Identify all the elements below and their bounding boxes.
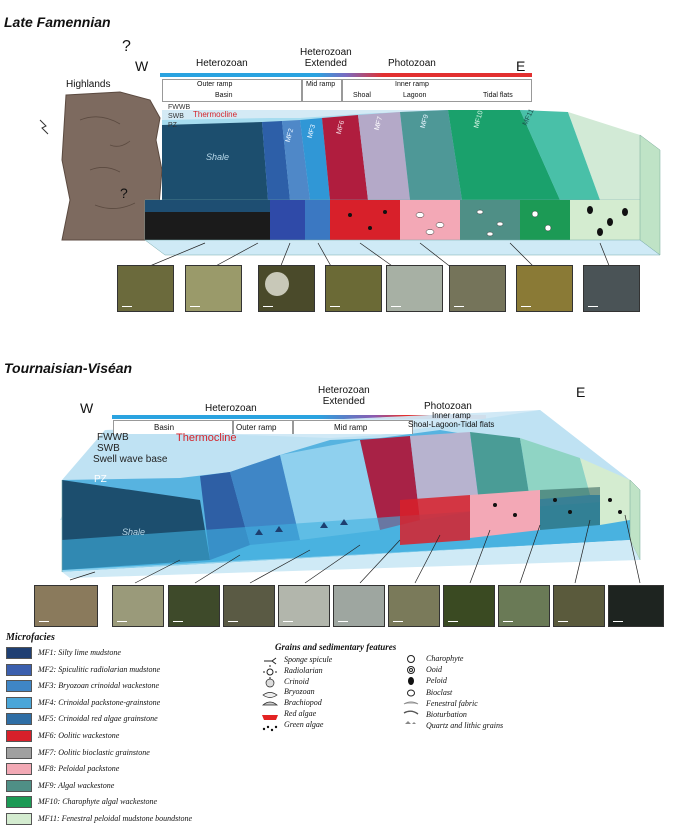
top-thin-section-4	[325, 265, 382, 312]
top-zone-outer-ramp: Outer ramp Basin	[162, 79, 302, 102]
top-swb-label: SWB	[168, 113, 184, 120]
legend-microfacies-title: Microfacies	[6, 632, 55, 643]
bottom-title: Tournaisian-Viséan	[4, 360, 132, 376]
top-shoal-label: Shoal	[353, 92, 371, 99]
grain-label-ooid: Ooid	[426, 665, 442, 674]
top-shale-label: Shale	[206, 152, 229, 162]
grain-label-green-algae: Green algae	[284, 720, 323, 729]
top-thin-section-5	[386, 265, 443, 312]
bottom-thermocline-label: Thermocline	[176, 432, 237, 444]
top-tidal-flats-label: Tidal flats	[483, 92, 513, 99]
legend-label-mf4: MF4: Crinoidal packstone-grainstone	[38, 698, 160, 707]
grain-label-peloid: Peloid	[426, 676, 447, 685]
bottom-pz-label: PZ	[94, 474, 107, 485]
top-outer-ramp-label: Outer ramp	[197, 81, 232, 88]
bottom-east-label: E	[576, 384, 585, 400]
bottom-fwwb-label: FWWB	[97, 432, 129, 443]
legend-swatch-mf6	[6, 730, 32, 742]
bottom-mid-ramp-label: Mid ramp	[334, 423, 367, 432]
top-question-mark-highlands: ?	[120, 185, 128, 201]
grain-label-red-algae: Red algae	[284, 709, 316, 718]
top-thin-section-2	[185, 265, 242, 312]
top-thin-section-3	[258, 265, 315, 312]
grain-label-sponge-spicule: Sponge spicule	[284, 655, 332, 664]
legend-swatch-mf1	[6, 647, 32, 659]
grain-label-quartz-and-lithic-grains: Quartz and lithic grains	[426, 721, 503, 730]
bottom-thin-section-3	[168, 585, 220, 627]
bottom-thin-section-4	[223, 585, 275, 627]
top-zone-gradient-bar	[160, 73, 532, 77]
legend-swatch-mf4	[6, 697, 32, 709]
legend-label-mf3: MF3: Bryozoan crinoidal wackestone	[38, 681, 159, 690]
top-mid-ramp-label: Mid ramp	[306, 81, 335, 88]
bottom-swb-label: SWB	[97, 443, 120, 454]
legend-swatch-mf3	[6, 680, 32, 692]
top-heterozoan-extended-label: Heterozoan Extended	[300, 47, 352, 69]
grain-label-fenestral-fabric: Fenestral fabric	[426, 699, 478, 708]
bottom-thin-section-10	[553, 585, 605, 627]
legend-swatch-mf8	[6, 763, 32, 775]
bottom-west-label: W	[80, 400, 93, 416]
legend-label-mf7: MF7: Oolitic bioclastic grainstone	[38, 748, 150, 757]
bottom-thin-section-2	[112, 585, 164, 627]
legend-label-mf11: MF11: Fenestral peloidal mudstone bounds…	[38, 814, 192, 823]
legend-label-mf8: MF8: Peloidal packstone	[38, 764, 119, 773]
bottom-inner-ramp-label: Inner ramp	[432, 411, 471, 420]
legend-swatch-mf5	[6, 713, 32, 725]
bottom-thin-section-6	[333, 585, 385, 627]
legend-label-mf9: MF9: Algal wackestone	[38, 781, 114, 790]
legend-grains-title: Grains and sedimentary features	[275, 642, 396, 652]
top-heterozoan-label: Heterozoan	[196, 58, 248, 69]
top-thin-section-8	[583, 265, 640, 312]
top-basin-label: Basin	[215, 92, 233, 99]
legend-label-mf1: MF1: Silty lime mudstone	[38, 648, 121, 657]
bottom-thin-section-9	[498, 585, 550, 627]
grain-label-charophyte: Charophyte	[426, 654, 463, 663]
grain-label-bryozoan: Bryozoan	[284, 687, 315, 696]
legend-label-mf10: MF10: Charophyte algal wackestone	[38, 797, 157, 806]
legend-label-mf5: MF5: Crinoidal red algae grainstone	[38, 714, 158, 723]
grain-label-brachiopod: Brachiopod	[284, 698, 322, 707]
bottom-zone-mid-ramp: Mid ramp	[293, 420, 413, 434]
grain-label-bioturbation: Bioturbation	[426, 710, 467, 719]
top-thin-section-1	[117, 265, 174, 312]
top-fwwb-label: FWWB	[168, 104, 190, 111]
top-inner-ramp-label: Inner ramp	[395, 81, 429, 88]
top-photozoan-label: Photozoan	[388, 58, 436, 69]
bottom-heterozoan-extended-label: Heterozoan Extended	[318, 385, 370, 407]
bottom-shoal-lagoon-tidal-label: Shoal-Lagoon-Tidal flats	[408, 420, 494, 429]
bottom-thin-section-7	[388, 585, 440, 627]
bottom-swell-wave-base-label: Swell wave base	[93, 454, 167, 465]
bottom-basin-label: Basin	[154, 423, 174, 432]
grain-label-crinoid: Crinoid	[284, 677, 309, 686]
top-thermocline-label: Thermocline	[193, 110, 237, 119]
bottom-thin-section-5	[278, 585, 330, 627]
legend-swatch-mf11	[6, 813, 32, 825]
legend-swatch-mf7	[6, 747, 32, 759]
top-zone-inner-ramp: Inner ramp Shoal Lagoon Tidal flats	[342, 79, 532, 102]
legend-swatch-mf2	[6, 664, 32, 676]
legend-label-mf6: MF6: Oolitic wackestone	[38, 731, 119, 740]
bottom-thin-section-8	[443, 585, 495, 627]
bottom-thin-section-11	[608, 585, 664, 627]
top-thin-section-6	[449, 265, 506, 312]
grain-label-radiolarian: Radiolarian	[284, 666, 323, 675]
top-thin-section-7	[516, 265, 573, 312]
bottom-thin-section-1	[34, 585, 98, 627]
legend-swatch-mf9	[6, 780, 32, 792]
bottom-outer-ramp-label: Outer ramp	[236, 423, 276, 432]
legend-label-mf2: MF2: Spiculitic radiolarian mudstone	[38, 665, 160, 674]
bottom-shale-label: Shale	[122, 527, 145, 537]
bottom-heterozoan-label: Heterozoan	[205, 403, 257, 414]
top-lightning-icon	[40, 120, 48, 134]
top-lagoon-label: Lagoon	[403, 92, 426, 99]
bottom-zone-outer-ramp: Outer ramp	[233, 420, 293, 434]
top-pz-label: PZ	[168, 122, 177, 129]
legend-swatch-mf10	[6, 796, 32, 808]
grain-label-bioclast: Bioclast	[426, 688, 452, 697]
top-zone-mid-ramp: Mid ramp	[302, 79, 342, 102]
